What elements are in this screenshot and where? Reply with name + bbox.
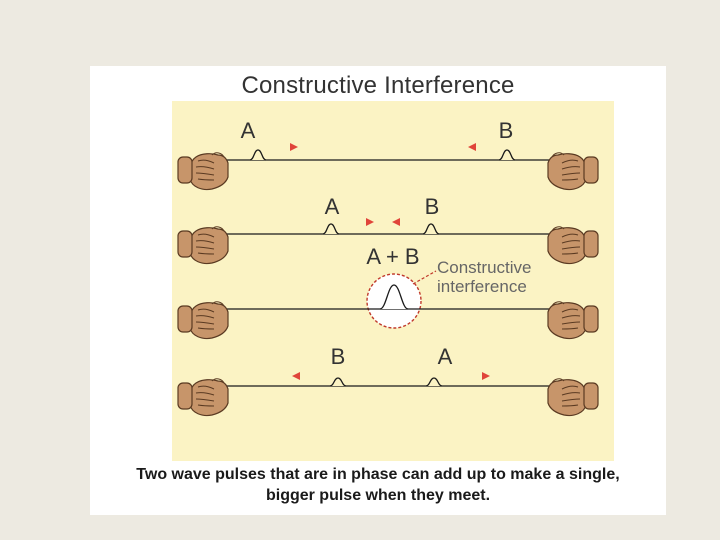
annotation-leader [412, 270, 437, 285]
slide: Constructive Interference [90, 66, 666, 515]
label-b-row1: B [499, 118, 514, 143]
annotation-line1: Constructive [437, 258, 531, 277]
caption-line2: bigger pulse when they meet. [265, 487, 491, 504]
label-b-row4: B [331, 344, 346, 369]
label-a-row4: A [438, 344, 453, 369]
label-a-plus-b: A + B [366, 244, 419, 269]
caption-line1: Two wave pulses that are in phase can ad… [136, 466, 620, 483]
pulse-b-row2 [422, 223, 440, 235]
pulse-b-row4 [329, 377, 347, 387]
interference-diagram: A B A B A + B Constructive interference … [172, 101, 614, 461]
label-a-row1: A [241, 118, 256, 143]
pulse-a-row1 [249, 149, 267, 161]
pulse-a-row2 [322, 223, 340, 235]
pulse-combined [379, 284, 409, 310]
pulse-b-row1 [498, 149, 516, 161]
annotation-line2: interference [437, 277, 527, 296]
figure-caption: Two wave pulses that are in phase can ad… [90, 464, 666, 506]
label-a-row2: A [325, 194, 340, 219]
pulse-a-row4 [425, 377, 443, 387]
page-title: Constructive Interference [241, 72, 515, 99]
label-b-row2: B [425, 194, 440, 219]
